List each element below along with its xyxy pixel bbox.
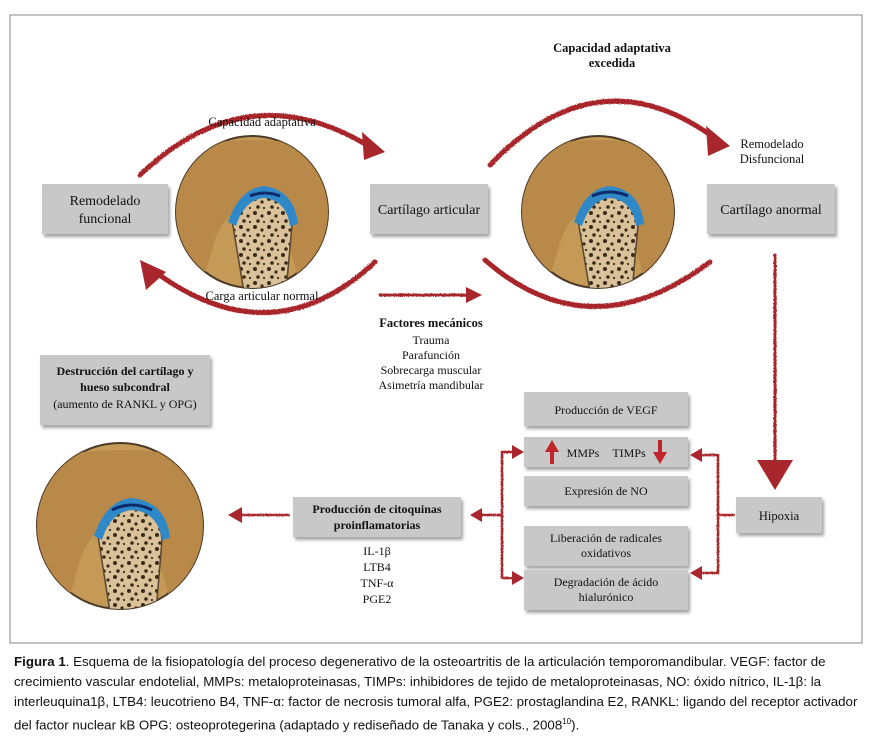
destruccion-line-3: (aumento de RANKL y OPG): [53, 397, 197, 411]
label-boxes: [40, 184, 835, 610]
citoquinas-item: PGE2: [363, 592, 392, 606]
box-hipoxia: [736, 497, 822, 533]
box-remodelado-funcional: [42, 184, 168, 234]
mmps-up-arrow: [545, 440, 559, 464]
box-text-vegf: Producción de VEGF: [554, 403, 657, 417]
cycle-arrows: [137, 98, 777, 464]
box-citoquinas: [293, 497, 461, 537]
arrow-capacidad-adaptativa: [137, 112, 378, 178]
bracket-left: [500, 450, 518, 580]
arrow-capacidad-excedida: [487, 98, 723, 168]
arrow-hipoxia-to-acido: [696, 515, 720, 575]
arrow-carga-articular: [147, 259, 378, 316]
box-text-acido-2: hialurónico: [579, 590, 634, 604]
frame-border: [9, 14, 863, 644]
arrowheads: [140, 126, 793, 490]
label-capacidad-adaptativa: Capacidad adaptativa: [208, 115, 316, 129]
factores-item: Trauma: [413, 333, 451, 347]
destruccion-line-2: hueso subcondral: [80, 380, 170, 394]
factores-item: Asimetría mandibular: [379, 378, 484, 392]
destruccion-line-1: Destrucción del cartílago y: [57, 364, 194, 378]
arrow-bottom-right-curve: [482, 257, 713, 309]
factores-item: Sobrecarga muscular: [381, 363, 482, 377]
box-vegf: [524, 392, 688, 426]
citoquinas-title-1: Producción de citoquinas: [312, 502, 441, 516]
figure-caption: Figura 1. Esquema de la fisiopatología d…: [14, 652, 864, 735]
label-capacidad-excedida-1: Capacidad adaptativa: [553, 41, 671, 55]
factores-item: Parafunción: [402, 348, 460, 362]
box-text-cartilago-anormal: Cartílago anormal: [720, 203, 822, 218]
caption-end: ).: [571, 717, 580, 733]
label-remodelado-disfuncional-2: Disfuncional: [740, 152, 805, 166]
box-destruccion: [40, 355, 210, 425]
box-text-cartilago-articular: Cartílago articular: [378, 203, 481, 218]
box-radicales: [524, 526, 688, 566]
joint-illustration-destroyed: [36, 442, 204, 610]
box-text-hipoxia: Hipoxia: [759, 509, 800, 523]
box-text-mmps: MMPs: [567, 446, 600, 460]
box-text-no: Expresión de NO: [564, 484, 648, 498]
joint-illustration-normal: [175, 135, 329, 289]
box-text-timps: TIMPs: [612, 446, 646, 460]
factores-title: Factores mecánicos: [379, 316, 483, 330]
citoquinas-title-2: proinflamatorias: [334, 518, 421, 532]
label-carga-articular: Carga articular normal: [206, 289, 319, 303]
label-remodelado-disfuncional-1: Remodelado: [740, 137, 803, 151]
label-capacidad-excedida-2: excedida: [589, 56, 636, 70]
bracket-arrowheads: [228, 445, 702, 585]
bracket-arrows: [240, 450, 735, 580]
timps-down-arrow: [653, 440, 667, 464]
box-cartilago-articular: [370, 184, 488, 234]
box-no: [524, 476, 688, 506]
caption-text: . Esquema de la fisiopatología del proce…: [14, 654, 858, 733]
joint-illustration-abnormal: [521, 135, 675, 289]
citoquinas-item: IL-1β: [363, 544, 390, 558]
box-text-radicales-1: Liberación de radicales: [550, 531, 662, 545]
diagram-text: Capacidad adaptativa Capacidad adaptativ…: [53, 41, 822, 606]
box-text-remodelado-1: Remodelado: [70, 194, 141, 209]
box-cartilago-anormal: [707, 184, 835, 234]
arrow-hipoxia-to-mmps: [696, 453, 735, 517]
citoquinas-item: TNF-α: [361, 576, 395, 590]
caption-reference: 10: [562, 717, 572, 726]
box-text-remodelado-2: funcional: [79, 212, 132, 227]
box-text-acido-1: Degradación de ácido: [554, 575, 659, 589]
box-text-radicales-2: oxidativos: [581, 546, 631, 560]
box-acido: [524, 570, 688, 610]
citoquinas-item: LTB4: [363, 560, 391, 574]
caption-label: Figura 1: [14, 654, 66, 669]
